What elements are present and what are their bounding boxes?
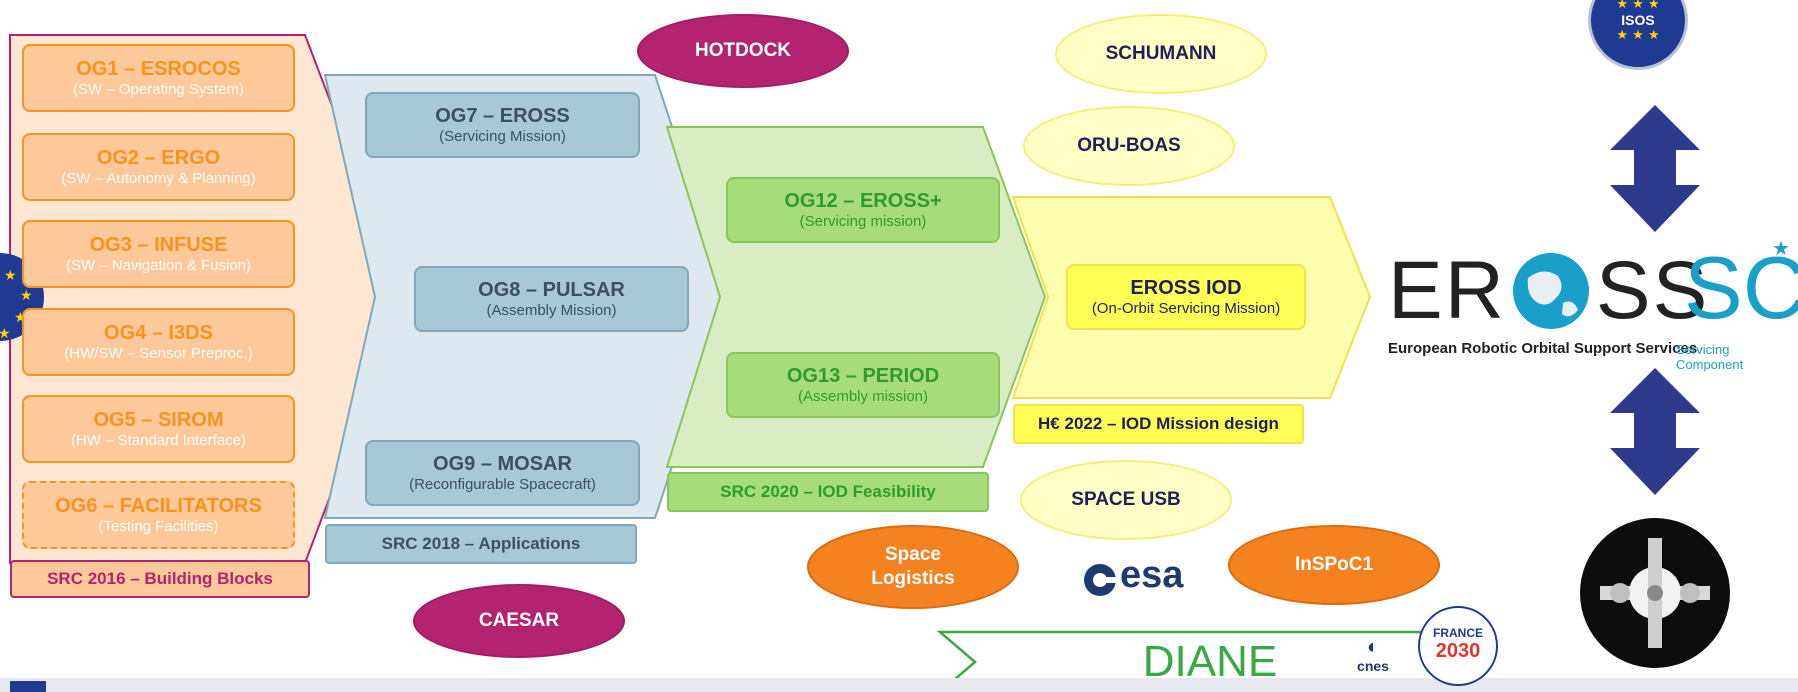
double-arrow-bottom <box>1610 368 1700 495</box>
svg-text:★: ★ <box>4 268 17 284</box>
og4-title: OG4 – I3DS <box>104 321 213 344</box>
og6-box: OG6 – FACILITATORS (Testing Facilities) <box>22 481 295 549</box>
he2022-label: H€ 2022 – IOD Mission design <box>1013 404 1304 444</box>
cnes-logo-text: cnes <box>1357 658 1389 674</box>
eross-logo: ER SS <box>1388 248 1709 334</box>
og12-title: OG12 – EROSS+ <box>784 189 942 212</box>
og7-title: OG7 – EROSS <box>435 104 570 127</box>
cnes-logo: ◐ cnes <box>1350 636 1396 686</box>
src2016-label: SRC 2016 – Building Blocks <box>10 560 310 598</box>
og7-box: OG7 – EROSS (Servicing Mission) <box>365 92 640 158</box>
double-arrow-top <box>1610 105 1700 232</box>
space-logistics-ellipse: Space Logistics <box>807 525 1019 609</box>
eross-iod-box: EROSS IOD (On-Orbit Servicing Mission) <box>1066 264 1306 330</box>
og1-box: OG1 – ESROCOS (SW – Operating System) <box>22 44 295 112</box>
france-year: 2030 <box>1435 640 1481 662</box>
esa-logo-mark <box>1084 564 1116 596</box>
inspoc1-ellipse: InSPoC1 <box>1228 525 1440 605</box>
og2-title: OG2 – ERGO <box>96 146 221 169</box>
isos-stars-icon: ★ ★ ★ <box>1616 0 1660 12</box>
diane-label: DIANE <box>1142 637 1278 686</box>
france-label: FRANCE <box>1433 626 1483 640</box>
schumann-ellipse: SCHUMANN <box>1055 14 1267 94</box>
og1-title: OG1 – ESROCOS <box>76 57 241 80</box>
eross-logo-left: ER <box>1388 245 1506 336</box>
sc-logo: SC <box>1684 238 1798 337</box>
og5-box: OG5 – SIROM (HW – Standard Interface) <box>22 395 295 463</box>
sc-star-icon: ★ <box>1772 236 1790 260</box>
og8-subtitle: (Assembly Mission) <box>486 301 617 319</box>
eross-logo-right: SS <box>1595 245 1710 336</box>
src2018-label: SRC 2018 – Applications <box>325 524 637 564</box>
og9-subtitle: (Reconfigurable Spacecraft) <box>409 475 596 493</box>
og3-box: OG3 – INFUSE (SW – Navigation & Fusion) <box>22 220 295 288</box>
svg-text:★: ★ <box>0 326 11 342</box>
og4-subtitle: (HW/SW – Sensor Preproc.) <box>64 344 253 362</box>
og8-box: OG8 – PULSAR (Assembly Mission) <box>414 266 689 332</box>
isos-label: ISOS <box>1621 12 1655 28</box>
eu-flag-corner <box>10 681 46 692</box>
esa-logo-text: esa <box>1120 554 1184 596</box>
og12-subtitle: (Servicing mission) <box>799 212 927 230</box>
france-2030-logo: FRANCE 2030 <box>1418 606 1498 686</box>
og9-box: OG9 – MOSAR (Reconfigurable Spacecraft) <box>365 440 640 506</box>
isos-stars-icon-2: ★ ★ ★ <box>1616 28 1660 43</box>
og12-box: OG12 – EROSS+ (Servicing mission) <box>726 177 1000 243</box>
globe-icon <box>1512 253 1589 329</box>
og13-title: OG13 – PERIOD <box>786 364 940 387</box>
hotdock-ellipse: HOTDOCK <box>637 14 849 88</box>
og6-subtitle: (Testing Facilities) <box>98 517 219 535</box>
og2-subtitle: (SW – Autonomy & Planning) <box>61 169 256 187</box>
sc-caption: Servicing Component <box>1676 342 1744 372</box>
src2020-label: SRC 2020 – IOD Feasibility <box>667 472 989 512</box>
space-station-image <box>1580 518 1730 668</box>
og1-subtitle: (SW – Operating System) <box>73 80 244 98</box>
og5-title: OG5 – SIROM <box>93 408 224 431</box>
oru-boas-ellipse: ORU-BOAS <box>1023 106 1235 186</box>
og13-subtitle: (Assembly mission) <box>797 387 929 405</box>
space-usb-ellipse: SPACE USB <box>1020 460 1232 540</box>
space-station-icon <box>1600 538 1710 648</box>
svg-text:★: ★ <box>20 288 33 304</box>
eross-caption: European Robotic Orbital Support Service… <box>1388 340 1698 357</box>
eross-iod-title: EROSS IOD <box>1130 276 1242 299</box>
og3-title: OG3 – INFUSE <box>89 233 228 256</box>
og3-subtitle: (SW – Navigation & Fusion) <box>65 256 252 274</box>
eross-iod-subtitle: (On-Orbit Servicing Mission) <box>1091 299 1281 317</box>
caesar-ellipse: CAESAR <box>413 584 625 658</box>
og2-box: OG2 – ERGO (SW – Autonomy & Planning) <box>22 133 295 201</box>
og7-subtitle: (Servicing Mission) <box>439 127 566 145</box>
og4-box: OG4 – I3DS (HW/SW – Sensor Preproc.) <box>22 308 295 376</box>
og5-subtitle: (HW – Standard Interface) <box>70 431 247 449</box>
cnes-swirl-icon: ◐ <box>1366 636 1380 658</box>
og13-box: OG13 – PERIOD (Assembly mission) <box>726 352 1000 418</box>
og9-title: OG9 – MOSAR <box>433 452 572 475</box>
footer-strip <box>0 678 1798 692</box>
og8-title: OG8 – PULSAR <box>478 278 625 301</box>
og6-title: OG6 – FACILITATORS <box>55 494 262 517</box>
